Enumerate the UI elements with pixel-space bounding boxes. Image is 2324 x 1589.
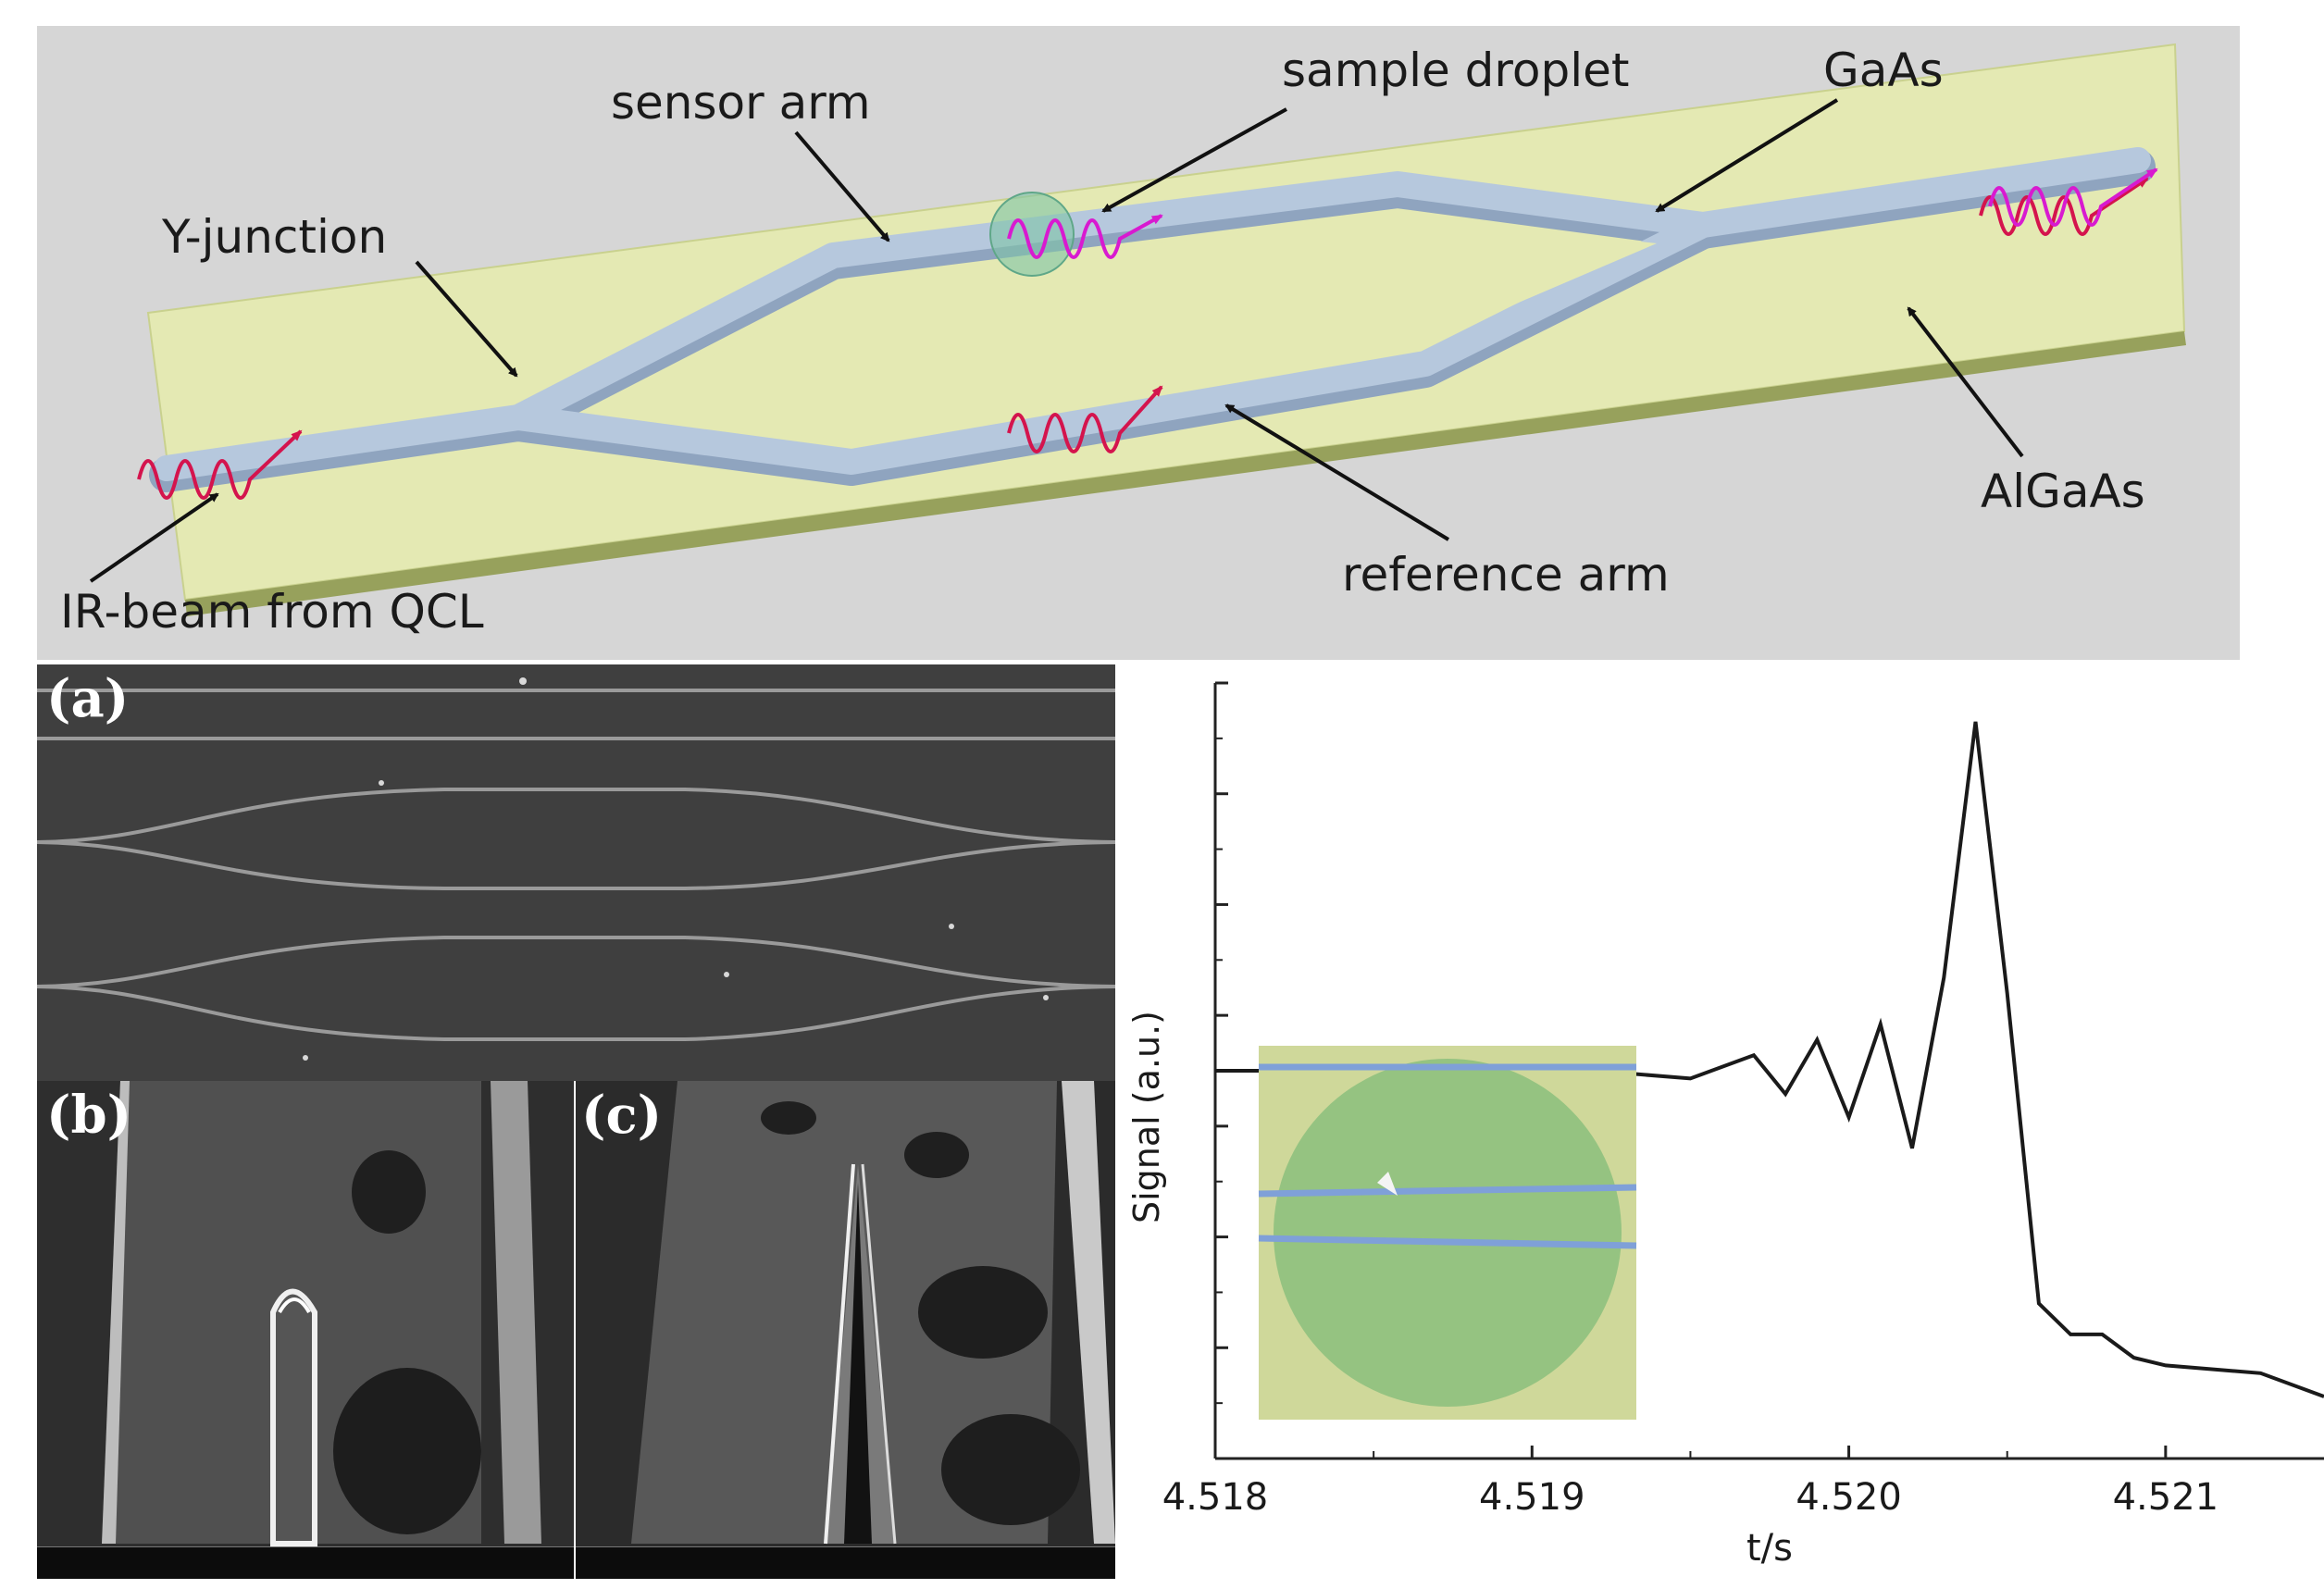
label-ir-beam: IR-beam from QCL [60, 585, 484, 639]
schematic-panel: Y-junction sensor arm sample droplet GaA… [37, 26, 2240, 660]
reference-wave [1007, 385, 1163, 453]
droplet-inset [1258, 1046, 1637, 1420]
panel-label-c: (c) [581, 1085, 663, 1146]
sem-a-svg [37, 664, 1115, 1081]
label-sample-droplet: sample droplet [1282, 43, 1629, 97]
x-tick-label-3: 4.521 [2113, 1476, 2219, 1519]
output-wave-magenta [1988, 168, 2158, 227]
label-gaas: GaAs [1823, 43, 1944, 97]
substrate-edge [185, 331, 2186, 616]
sample-droplet-circle [989, 192, 1075, 277]
x-axis-label: t/s [1746, 1527, 1793, 1570]
input-wave [137, 429, 303, 500]
panel-label-b: (b) [46, 1085, 132, 1146]
sem-b-svg [37, 1081, 574, 1579]
panel-label-a: (a) [46, 668, 130, 729]
sem-image-b: (b) [37, 1081, 574, 1579]
y-axis-label: Signal (a.u.) [1126, 1011, 1167, 1223]
signal-plot-panel: 4.518 4.519 4.520 4.521 t/s Signal (a.u.) [1120, 664, 2324, 1589]
x-tick-label-1: 4.519 [1479, 1476, 1585, 1519]
x-ticks: 4.518 4.519 4.520 4.521 [1162, 1446, 2218, 1519]
x-tick-label-2: 4.520 [1796, 1476, 1902, 1519]
schematic-svg: Y-junction sensor arm sample droplet GaA… [60, 43, 2186, 639]
sem-c-svg [576, 1081, 1115, 1579]
output-wave-red [1979, 177, 2149, 236]
label-algaas: AlGaAs [1981, 465, 2145, 518]
sem-c-info-bar [576, 1546, 1115, 1579]
y-ticks [1215, 681, 1228, 1405]
sensor-wave [1007, 214, 1163, 259]
label-sensor-arm: sensor arm [611, 76, 871, 130]
label-pointers [89, 98, 2024, 583]
label-reference-arm: reference arm [1342, 548, 1670, 602]
sem-image-a: (a) [37, 664, 1115, 1081]
sem-image-c: (c) [576, 1081, 1115, 1579]
signal-series-line [1215, 721, 2324, 1398]
x-tick-label-0: 4.518 [1162, 1476, 1269, 1519]
sem-b-info-bar [37, 1546, 574, 1579]
label-y-junction: Y-junction [161, 210, 387, 264]
signal-plot: 4.518 4.519 4.520 4.521 t/s Signal (a.u.) [1126, 681, 2324, 1570]
